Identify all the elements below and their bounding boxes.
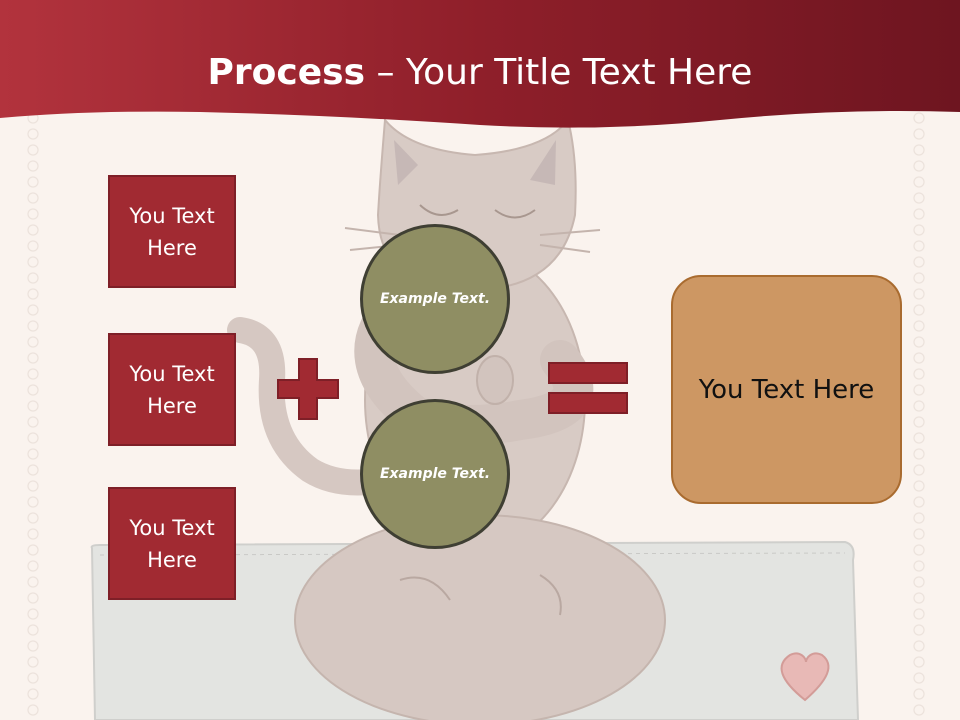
plus-icon (277, 358, 339, 420)
header-banner (0, 0, 960, 128)
input-box-3[interactable]: You Text Here (108, 487, 236, 600)
result-label: You Text Here (698, 374, 875, 405)
circle-label: Example Text. (379, 290, 491, 307)
right-border-pattern (908, 110, 930, 720)
circle-label: Example Text. (379, 465, 491, 482)
example-circle-1[interactable]: Example Text. (360, 224, 510, 374)
input-box-1[interactable]: You Text Here (108, 175, 236, 288)
result-box[interactable]: You Text Here (671, 275, 902, 504)
example-circle-2[interactable]: Example Text. (360, 399, 510, 549)
input-box-2[interactable]: You Text Here (108, 333, 236, 446)
left-border-pattern (22, 110, 44, 720)
input-box-label: You Text Here (129, 203, 215, 260)
page-title: Process – Your Title Text Here (0, 52, 960, 93)
title-rest: – Your Title Text Here (365, 52, 753, 93)
heart-icon (780, 652, 830, 702)
equals-icon (548, 362, 628, 414)
input-box-label: You Text Here (129, 515, 215, 572)
title-bold: Process (207, 52, 366, 93)
input-box-label: You Text Here (129, 361, 215, 418)
